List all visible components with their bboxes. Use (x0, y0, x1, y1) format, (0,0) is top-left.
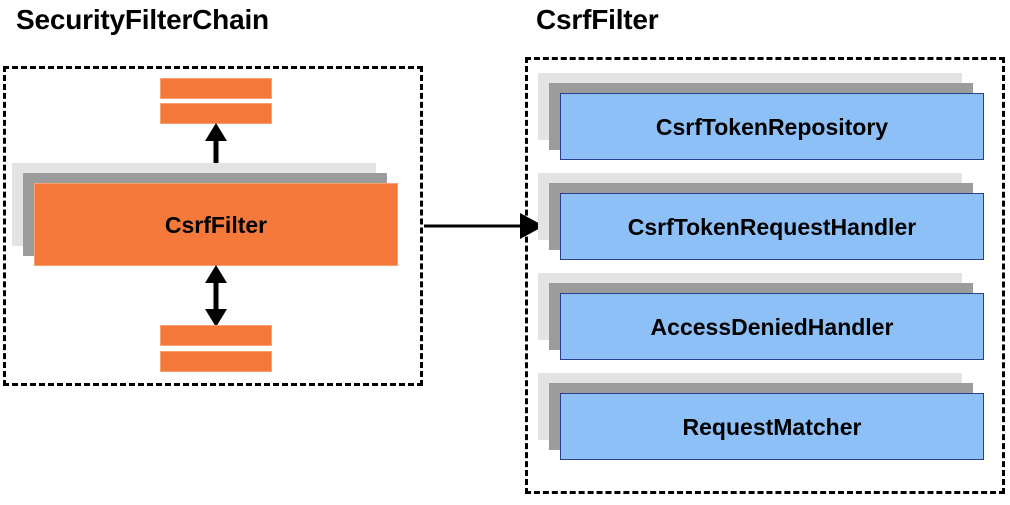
group-box-csrf-filter (525, 57, 1005, 494)
arrow-double-vertical-lower (202, 265, 230, 327)
node-label-access-denied-handler: AccessDeniedHandler (650, 313, 894, 340)
node-label-csrf-token-request-handler: CsrfTokenRequestHandler (627, 213, 917, 240)
node-face: AccessDeniedHandler (560, 293, 984, 360)
panel-title-security-filter-chain: SecurityFilterChain (16, 4, 269, 35)
panel-title-csrf-filter: CsrfFilter (536, 4, 659, 35)
node-label-csrf-token-repository: CsrfTokenRepository (655, 113, 889, 140)
filter-strip-top-1 (160, 78, 272, 99)
arrow-expands-into (424, 212, 544, 240)
group-box-security-filter-chain (3, 66, 423, 386)
node-csrf-token-request-handler[interactable]: CsrfTokenRequestHandler (538, 173, 984, 260)
filter-strip-top-2 (160, 103, 272, 124)
node-request-matcher[interactable]: RequestMatcher (538, 373, 984, 460)
filter-strip-bottom-1 (160, 325, 272, 346)
node-face: CsrfFilter (34, 183, 398, 266)
node-face: CsrfTokenRepository (560, 93, 984, 160)
filter-strip-bottom-2 (160, 351, 272, 372)
node-csrf-token-repository[interactable]: CsrfTokenRepository (538, 73, 984, 160)
node-csrf-filter[interactable]: CsrfFilter (12, 163, 398, 266)
node-face: CsrfTokenRequestHandler (560, 193, 984, 260)
node-face: RequestMatcher (560, 393, 984, 460)
node-access-denied-handler[interactable]: AccessDeniedHandler (538, 273, 984, 360)
node-label-csrf-filter: CsrfFilter (164, 211, 268, 238)
node-label-request-matcher: RequestMatcher (682, 413, 862, 440)
